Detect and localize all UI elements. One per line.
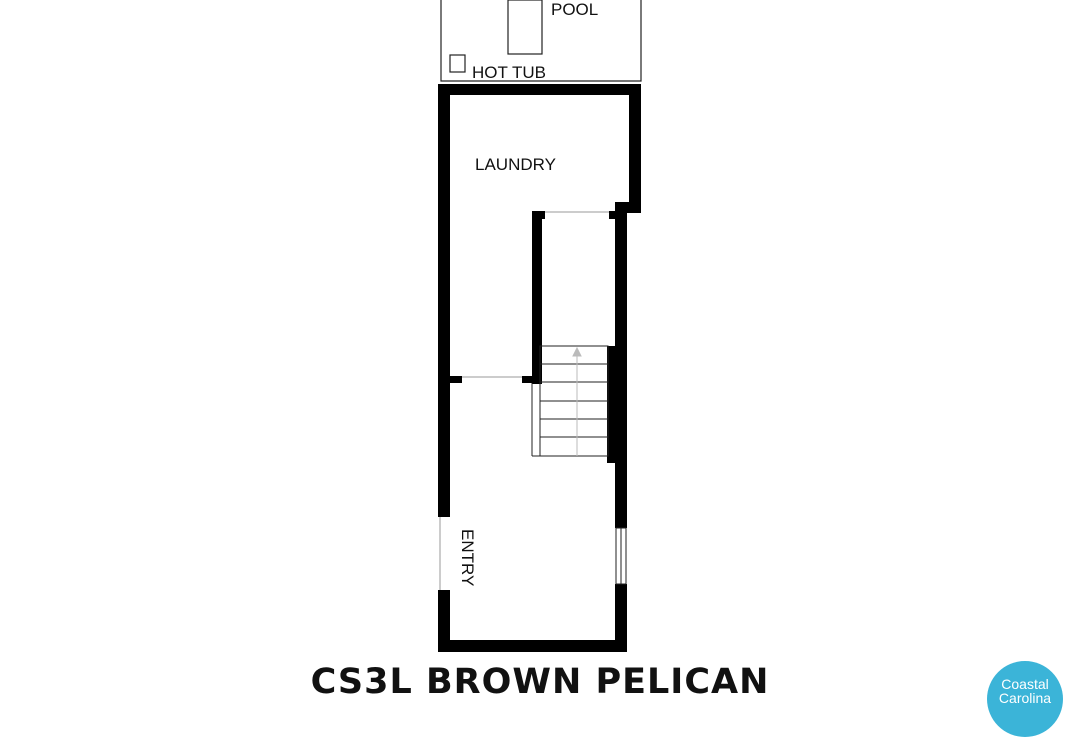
stair-arrow [572, 346, 582, 456]
exterior-walls [438, 84, 641, 652]
entry-label: ENTRY [458, 529, 477, 586]
wall-bottom [438, 640, 615, 652]
brand-line-2: Carolina [998, 690, 1052, 706]
wall-right-step [615, 202, 641, 213]
wall-left-upper [438, 84, 450, 517]
partition-stub-left [450, 376, 462, 383]
partition-stub-right [522, 376, 542, 383]
window [615, 527, 627, 585]
stairwell-inner-wall [532, 211, 542, 384]
wall-right-lower [615, 584, 627, 652]
hot-tub [449, 54, 466, 73]
brand-logo: Coastal Carolina [987, 661, 1063, 737]
pool-deck-outline [440, 0, 642, 82]
staircase [531, 345, 609, 457]
wall-left-lower [438, 590, 450, 652]
brand-line-1: Coastal [1001, 676, 1049, 692]
wall-right-top [629, 84, 641, 212]
stair-top-right-post [609, 211, 619, 219]
hot-tub-label: HOT TUB [472, 63, 546, 82]
opening-lines [462, 211, 609, 378]
stairwell-right-wall [607, 346, 617, 463]
floor-plan: POOL HOT TUB LAUNDRY ENTRY [438, 0, 642, 652]
laundry-label: LAUNDRY [475, 155, 556, 174]
property-title: CS3L BROWN PELICAN [310, 662, 770, 702]
pool-label: POOL [551, 0, 598, 19]
pool [507, 0, 543, 55]
wall-right-middle [615, 202, 627, 528]
wall-top [438, 84, 641, 95]
